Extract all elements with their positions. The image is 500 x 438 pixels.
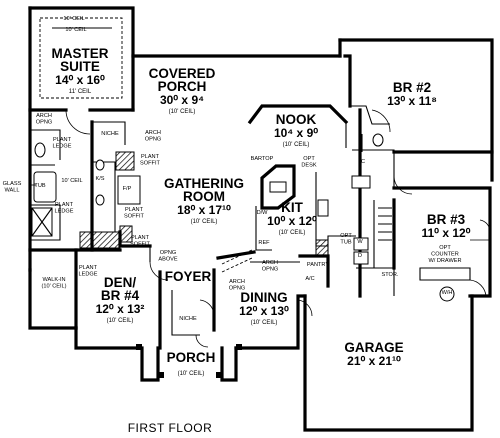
room-dims-garage: 21⁰ x 21¹⁰ [347,354,401,368]
plan-note: W/H [442,290,453,296]
plan-note: REF [258,240,270,246]
plan-note: SOFFIT [130,242,150,248]
room-dims-gathering-room: 18⁰ x 17¹⁰ [177,203,231,217]
plan-note: W [357,239,363,245]
plan-note: OPNG [145,137,161,143]
plan-note: ARCH [36,113,52,119]
plan-note: PLANT [141,154,160,160]
exterior-walls [28,6,494,432]
plan-note: 10' CEIL [61,178,82,184]
plan-note: WALL [4,188,19,194]
plan-note: NICHE [101,131,119,137]
room-name-kit: KIT [281,200,304,215]
plan-note: ARCH [262,260,278,266]
room-ceiling-master-suite: 11' CEIL [69,89,92,95]
plan-note: PLANT [53,137,72,143]
room-name-master-suite: SUITE [60,59,100,74]
plan-note: TUB [34,183,45,189]
plan-note: LEDGE [55,209,74,215]
room-name-gathering-room: GATHERING [164,176,244,191]
floor-caption: FIRST FLOOR [128,421,213,435]
plan-note: OPT [439,245,451,251]
room-ceiling-dining: (10' CEIL) [251,320,278,326]
plan-note: PLANT [55,202,74,208]
plan-note: SOFFIT [124,214,144,220]
room-ceiling-covered-porch: (10' CEIL) [169,109,196,115]
plan-note: LEDGE [79,272,98,278]
room-name-gathering-room: ROOM [183,189,225,204]
plan-note: OPNG [229,286,245,292]
plan-note: NICHE [179,316,197,322]
room-name-den: BR #4 [101,288,140,303]
room-name-den: DEN/ [104,275,137,290]
plan-note: PLANT [125,207,144,213]
room-name-br2: BR #2 [393,80,431,95]
fixtures [31,133,455,378]
room-ceiling-kit: (10' CEIL) [279,230,306,236]
room-dims-br3: 11⁰ x 12⁰ [422,226,471,240]
plan-note: A/C [305,276,314,282]
plan-note: BARTOP [251,156,274,162]
room-name-foyer: FOYER [165,269,212,284]
plan-note: GLASS [3,181,22,187]
door-swings [30,109,491,348]
plan-note: OPT [340,233,352,239]
room-name-porch: PORCH [167,350,216,365]
plan-note: COUNTER [431,252,459,258]
room-name-garage: GARAGE [344,340,403,355]
room-ceiling-nook: (10' CEIL) [283,142,310,148]
room-dims-den: 12⁰ x 13² [96,302,145,316]
plan-note: OPNG [36,120,52,126]
room-name-master-suite: MASTER [52,46,109,61]
room-dims-kit: 10⁰ x 12⁰ [267,214,317,228]
plan-note: D/W [257,210,269,216]
plan-note: OPNG [160,250,176,256]
plan-note: D [358,253,362,259]
plan-note: TUB [340,240,351,246]
plan-note: WALK-IN [42,277,65,283]
plan-note: OPNG [262,267,278,273]
plan-note: LEDGE [53,144,72,150]
plan-note: DESK [301,163,317,169]
room-dims-nook: 10⁴ x 9⁰ [274,126,318,140]
plan-note: F/P [123,186,132,192]
plan-note: PLANT [79,265,98,271]
room-ceiling-porch: (10' CEIL) [178,371,205,377]
plan-note: 10' CEIL [63,16,84,22]
room-name-covered-porch: PORCH [158,79,207,94]
room-dims-master-suite: 14⁰ x 16⁰ [55,73,105,87]
room-name-dining: DINING [240,290,287,305]
plan-note: PLANT [131,235,150,241]
room-dims-dining: 12⁰ x 13⁰ [239,304,289,318]
plan-note: (10' CEIL) [41,284,66,290]
room-dims-br2: 13⁰ x 11⁸ [387,94,437,108]
plan-note: W/ DRAWER [428,258,461,264]
plan-note: SOFFIT [140,161,160,167]
plan-note: K/S [95,176,104,182]
room-name-br3: BR #3 [427,212,466,227]
room-ceiling-den: (10' CEIL) [107,318,134,324]
room-dims-covered-porch: 30⁰ x 9⁴ [160,93,204,107]
plan-note: ARCH [145,130,161,136]
room-name-covered-porch: COVERED [149,66,216,81]
plan-note: PANTRY [307,262,329,268]
plan-note: ABOVE [158,257,178,263]
plan-note: STOR. [382,272,399,278]
plan-note: OPT [303,156,315,162]
room-ceiling-gathering-room: (10' CEIL) [191,219,218,225]
plan-note: C [361,159,365,165]
plan-note: 10' CEIL [65,27,86,33]
plan-note: ARCH [229,279,245,285]
room-name-nook: NOOK [276,112,317,127]
